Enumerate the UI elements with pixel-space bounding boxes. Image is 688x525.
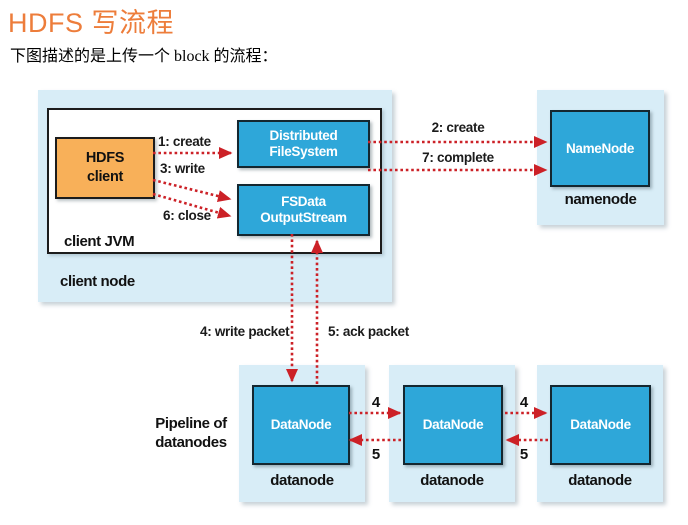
datanode-box-3-label: DataNode bbox=[570, 417, 631, 433]
datanode-box-1-label: DataNode bbox=[270, 417, 332, 433]
datanode-label-2: datanode bbox=[420, 472, 484, 489]
datanode-label-3: datanode bbox=[568, 472, 632, 489]
fsdata-outputstream-box: FSData OutputStream bbox=[237, 184, 370, 236]
page-title: HDFS 写流程 bbox=[8, 8, 174, 38]
pipeline-link1-back-label: 5 bbox=[371, 446, 381, 463]
datanode-box-3: DataNode bbox=[550, 385, 651, 465]
pipeline-link2-forward-label: 4 bbox=[519, 394, 529, 411]
datanode-box-1: DataNode bbox=[252, 385, 350, 465]
pipeline-link1-forward-label: 4 bbox=[371, 394, 381, 411]
fsdata-line2: OutputStream bbox=[260, 210, 347, 225]
arrow-label-2-create: 2: create bbox=[431, 120, 485, 135]
hdfs-client-box: HDFS client bbox=[55, 137, 155, 199]
hdfs-client-line1: HDFS bbox=[85, 150, 125, 167]
hdfs-client-line2: client bbox=[86, 169, 124, 185]
client-node-label: client node bbox=[60, 273, 135, 290]
namenode-box-label: NameNode bbox=[565, 140, 635, 156]
pipeline-link2-back-label: 5 bbox=[519, 446, 529, 463]
namenode-container: NameNode namenode bbox=[537, 90, 664, 225]
fsdata-line1: FSData bbox=[281, 194, 326, 210]
datanode-box-2-label: DataNode bbox=[422, 417, 484, 433]
pipeline-label-line2: datanodes bbox=[155, 433, 227, 451]
namenode-box: NameNode bbox=[550, 110, 650, 187]
namenode-label: namenode bbox=[564, 191, 637, 208]
dfs-line1: Distributed bbox=[269, 128, 338, 144]
arrow-label-6-close: 6: close bbox=[163, 208, 211, 223]
arrow-label-3-write: 3: write bbox=[160, 161, 205, 176]
datanode-label-1: datanode bbox=[270, 472, 334, 489]
datanode-container-2: DataNode datanode bbox=[389, 365, 515, 502]
page-subtitle: 下图描述的是上传一个 block 的流程： bbox=[10, 48, 278, 65]
datanode-container-1: DataNode datanode bbox=[239, 365, 365, 502]
pipeline-label-line1: Pipeline of bbox=[155, 415, 227, 432]
client-jvm-label: client JVM bbox=[64, 233, 135, 250]
arrow-label-5-ack-packet: 5: ack packet bbox=[328, 324, 409, 339]
arrow-label-4-write-packet: 4: write packet bbox=[200, 324, 290, 339]
pipeline-of-datanodes-label: Pipeline of datanodes bbox=[150, 415, 232, 453]
arrow-label-1-create: 1: create bbox=[158, 134, 211, 149]
dfs-line2: FileSystem bbox=[269, 144, 338, 159]
datanode-box-2: DataNode bbox=[403, 385, 503, 465]
distributed-filesystem-box: Distributed FileSystem bbox=[237, 120, 370, 168]
datanode-container-3: DataNode datanode bbox=[537, 365, 663, 502]
arrow-label-7-complete: 7: complete bbox=[422, 150, 494, 165]
